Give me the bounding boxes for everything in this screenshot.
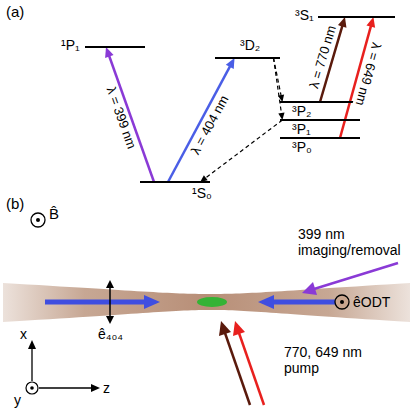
arrowhead	[226, 58, 235, 69]
axis-y-dot	[30, 386, 34, 390]
energy-level: ¹S₀	[140, 181, 210, 183]
text-label: B̂	[49, 206, 59, 222]
transition-line	[205, 120, 282, 178]
arrowhead	[91, 384, 100, 392]
arrowhead	[144, 295, 160, 309]
energy-level: ³P₂	[280, 101, 360, 103]
text-label: x	[20, 326, 27, 342]
out-of-plane-dot	[36, 218, 40, 222]
transition-line	[274, 58, 282, 96]
arrowhead	[366, 17, 375, 28]
beam-404-right	[272, 300, 335, 305]
text-label: y	[14, 392, 21, 408]
energy-level: ¹P₁	[85, 46, 145, 48]
arrowhead	[105, 47, 113, 58]
level-label: ³P₁	[292, 121, 311, 137]
odt-beam	[3, 283, 410, 322]
level-label: ³P₀	[292, 139, 312, 155]
energy-level: ³D₂	[215, 57, 280, 59]
arrowhead	[258, 295, 274, 309]
text-label: z	[103, 380, 110, 396]
axis-x	[31, 348, 32, 381]
text-label: (b)	[6, 196, 24, 212]
text-label: êODT	[353, 294, 390, 310]
polarization-arrow	[109, 286, 111, 318]
beam-404-left	[45, 300, 146, 305]
axis-z	[39, 387, 92, 388]
axis-y-symbol	[26, 382, 38, 394]
arrowhead	[106, 316, 114, 324]
energy-level: ³P₁	[280, 119, 360, 121]
text-label: ê₄₀₄	[98, 326, 123, 342]
energy-level: ³P₀	[280, 137, 360, 139]
text-label: (a)	[6, 4, 24, 20]
level-label: ³P₂	[292, 103, 311, 119]
level-label: ³S₁	[295, 7, 314, 23]
arrowhead	[219, 321, 231, 336]
wavelength-label: λ = 770 nm	[306, 22, 339, 92]
wavelength-label: λ = 649 nm	[352, 39, 384, 109]
energy-level: ³S₁	[318, 16, 395, 18]
arrowhead	[302, 282, 317, 295]
text-label: 399 nm imaging/removal	[298, 226, 410, 258]
pump-beam-649	[239, 333, 264, 405]
out-of-plane-symbol	[335, 295, 349, 309]
wavelength-label: λ = 399 nm	[102, 83, 138, 152]
arrowhead	[106, 280, 114, 288]
transition-line	[168, 66, 230, 182]
out-of-plane-symbol	[31, 213, 45, 227]
level-label: ³D₂	[240, 37, 260, 53]
level-label: ¹P₁	[61, 37, 80, 53]
atom-cloud	[197, 297, 227, 307]
text-label: 770, 649 nm pump	[284, 344, 376, 376]
out-of-plane-dot	[340, 300, 344, 304]
transition-line	[274, 58, 282, 114]
pump-beam-770	[225, 333, 250, 405]
level-label: ¹S₀	[192, 185, 212, 201]
arrowhead	[28, 340, 36, 349]
transition-arrow	[274, 58, 285, 120]
imaging-beam	[314, 263, 398, 289]
wavelength-label: λ = 404 nm	[188, 91, 233, 158]
arrowhead	[233, 321, 245, 336]
